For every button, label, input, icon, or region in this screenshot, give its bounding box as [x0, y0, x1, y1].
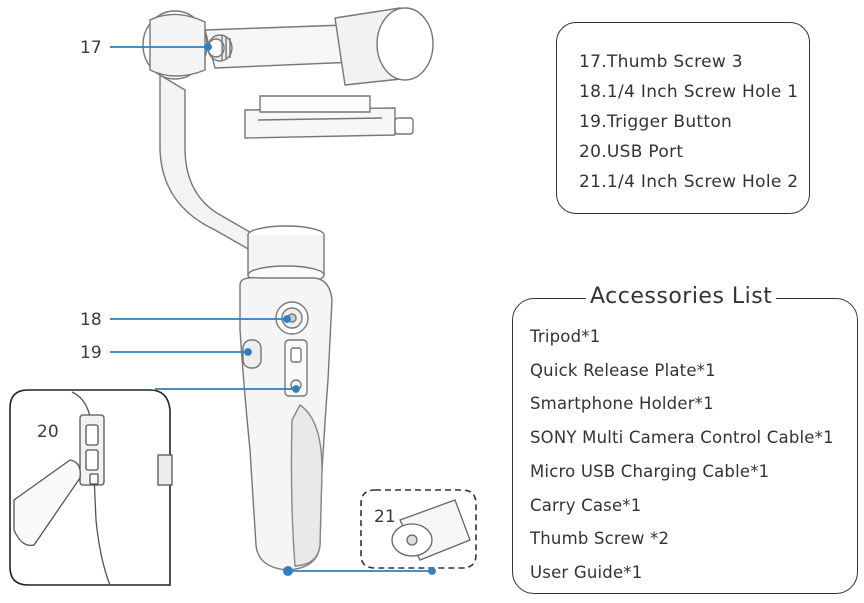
- accessory-item: Tripod*1: [530, 327, 601, 346]
- bottom-point: [283, 566, 293, 576]
- screw-hole-2-inset: [360, 489, 477, 569]
- thumb-screw-3: [207, 34, 233, 62]
- trigger-button: [242, 339, 262, 369]
- accessory-item: User Guide*1: [530, 562, 643, 582]
- parts-legend: 17.Thumb Screw 3 18.1/4 Inch Screw Hole …: [556, 22, 810, 214]
- callout-17: 17: [80, 38, 102, 58]
- accessories-list: Tripod*1 Quick Release Plate*1 Smartphon…: [530, 320, 834, 590]
- callout-18: 18: [80, 310, 102, 330]
- callout-20: 20: [37, 422, 59, 442]
- accessory-item: Thumb Screw *2: [530, 529, 670, 549]
- accessory-item: Carry Case*1: [530, 495, 642, 515]
- screw-hole-1: [275, 301, 309, 335]
- phone-clamp: [244, 95, 414, 139]
- gimbal-arm: [159, 74, 256, 251]
- pan-motor: [142, 10, 208, 80]
- callout-19: 19: [80, 343, 102, 363]
- legend-item: 18.1/4 Inch Screw Hole 1: [579, 82, 799, 102]
- usb-inset: [9, 389, 173, 586]
- accessory-item: SONY Multi Camera Control Cable*1: [530, 428, 834, 448]
- roll-motor: [334, 7, 434, 86]
- accessory-item: Smartphone Holder*1: [530, 394, 714, 414]
- accessory-item: Micro USB Charging Cable*1: [530, 461, 770, 481]
- legend-item: 17.Thumb Screw 3: [579, 52, 743, 72]
- tilt-motor: [247, 225, 325, 285]
- accessory-item: Quick Release Plate*1: [530, 360, 716, 380]
- accessories-title: Accessories List: [586, 283, 777, 311]
- legend-item: 21.1/4 Inch Screw Hole 2: [579, 172, 799, 192]
- legend-item: 19.Trigger Button: [579, 112, 733, 132]
- callout-21: 21: [374, 507, 396, 527]
- legend-item: 20.USB Port: [579, 142, 684, 162]
